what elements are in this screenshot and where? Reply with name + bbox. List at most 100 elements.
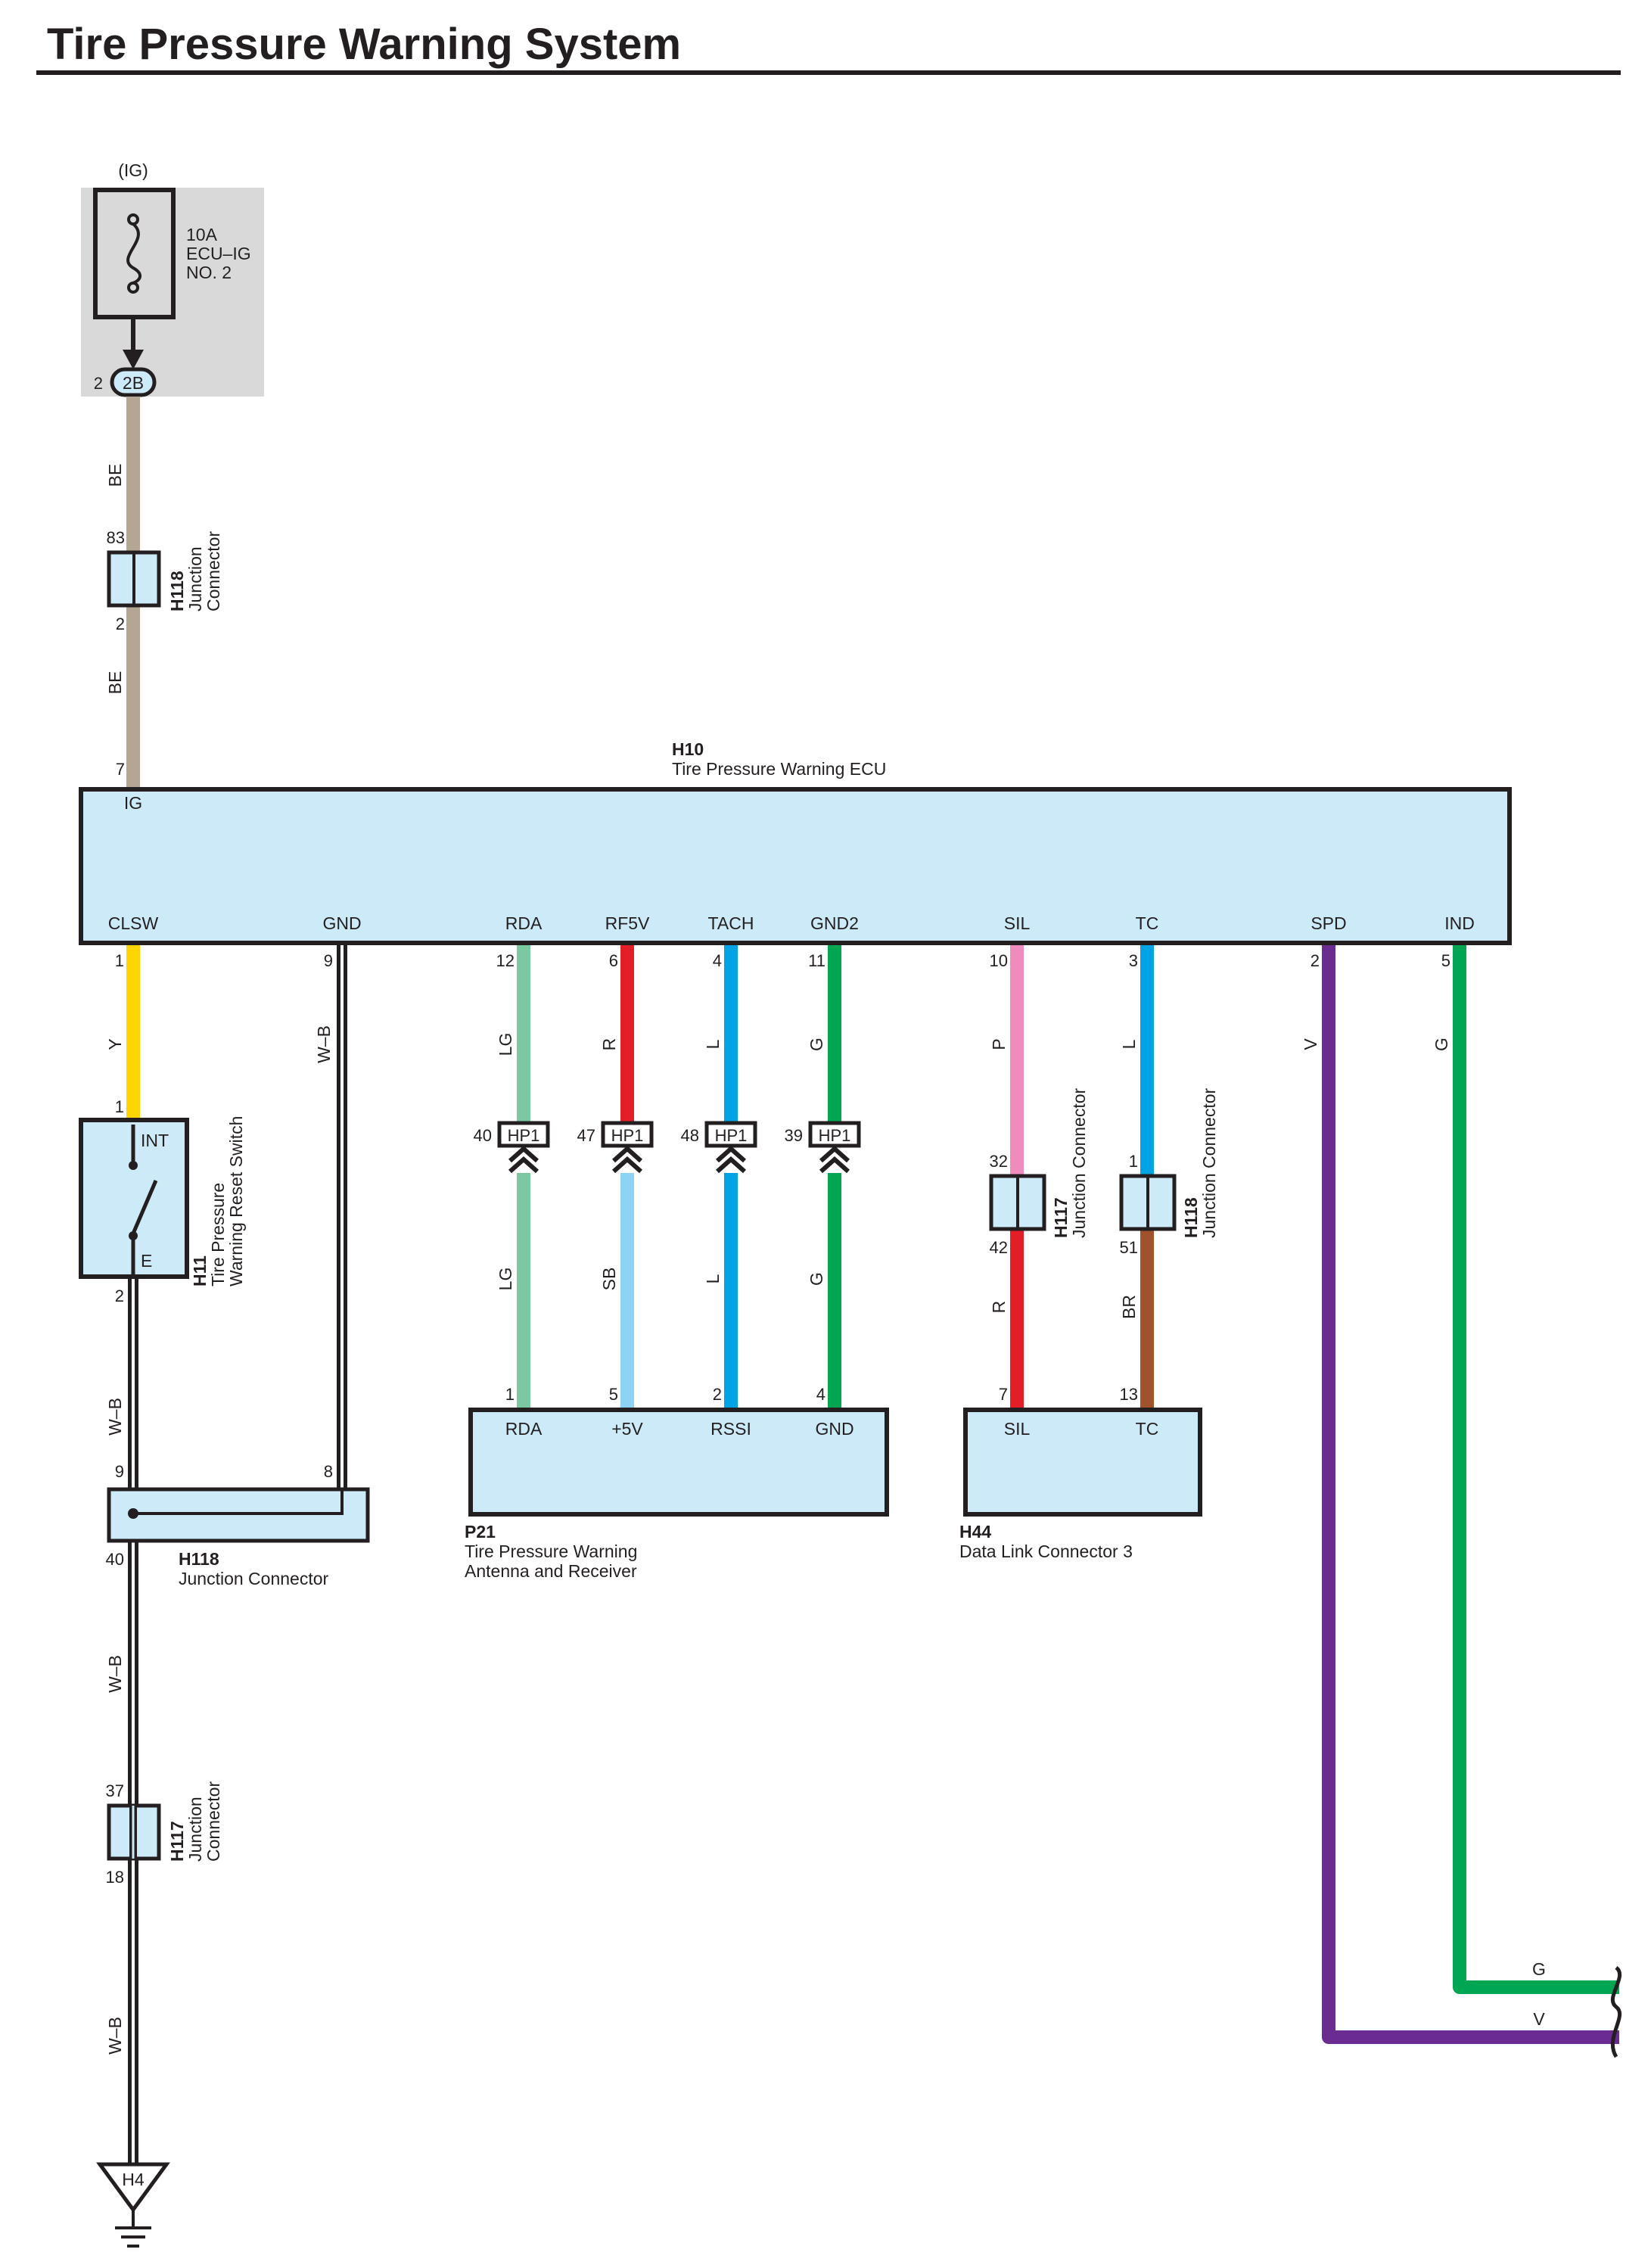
h118-top-name: Junction bbox=[185, 546, 205, 611]
ecu-terminal-tc: TC bbox=[1136, 913, 1159, 933]
h44-box bbox=[963, 1408, 1202, 1517]
hp1-connector-rda: HP1 40 bbox=[474, 1121, 550, 1174]
wire-wb-3-label: W–B bbox=[105, 2017, 125, 2055]
hp1-connector-tach: HP1 48 bbox=[681, 1121, 757, 1174]
h118-tc-code: H118 bbox=[1181, 1197, 1201, 1238]
reset-switch-h11: INT E H11 Tire Pressure Warning Reset Sw… bbox=[79, 1116, 246, 1286]
ecu-pin-spd: 2 bbox=[1311, 951, 1320, 970]
h118-tc-pin-1: 1 bbox=[1129, 1152, 1138, 1171]
hp1-connector-gnd2: HP1 39 bbox=[785, 1121, 861, 1174]
h44-terminal-sil: SIL bbox=[1004, 1419, 1031, 1439]
wire-be-top-label: BE bbox=[105, 464, 125, 487]
h118-top-pin-83: 83 bbox=[107, 528, 125, 547]
wire-tach-bottom-label: L bbox=[703, 1274, 723, 1283]
title-underline bbox=[36, 70, 1621, 75]
wire-rda-bottom-label: LG bbox=[496, 1268, 515, 1291]
p21-box bbox=[468, 1408, 889, 1517]
ecu-terminal-tach: TACH bbox=[708, 913, 754, 933]
p21-name1: Tire Pressure Warning bbox=[465, 1542, 637, 1561]
wire-rf5v-bottom-label: SB bbox=[599, 1268, 619, 1291]
ecu-pin-ind: 5 bbox=[1441, 951, 1450, 970]
h117-sil-pin-42: 42 bbox=[990, 1238, 1008, 1257]
wire-spd-v bbox=[1322, 945, 1619, 2044]
wire-sil-bottom-label: R bbox=[989, 1301, 1009, 1314]
ecu-terminal-clsw: CLSW bbox=[108, 913, 159, 933]
wire-out-v-label: V bbox=[1533, 2009, 1545, 2029]
hp1-label: HP1 bbox=[611, 1126, 644, 1145]
wire-tc-bottom-label: BR bbox=[1119, 1295, 1139, 1319]
fuse-pin: 2 bbox=[94, 374, 103, 393]
ecu-terminal-gnd2: GND2 bbox=[810, 913, 859, 933]
wire-rf5v-top-label: R bbox=[599, 1038, 619, 1051]
p21-terminal-5v: +5V bbox=[611, 1419, 643, 1439]
h118-gnd-name: Junction Connector bbox=[179, 1569, 329, 1588]
switch-pin-2: 2 bbox=[115, 1286, 124, 1305]
ecu-name: Tire Pressure Warning ECU bbox=[672, 759, 886, 779]
p21-terminal-gnd: GND bbox=[815, 1419, 853, 1439]
h117-sil-pin-32: 32 bbox=[990, 1152, 1008, 1171]
h117-gnd-pin-18: 18 bbox=[106, 1868, 124, 1887]
h118-tc-name: Junction Connector bbox=[1199, 1087, 1219, 1238]
h118-gnd-pin-8: 8 bbox=[324, 1462, 333, 1481]
wire-ind-g bbox=[1453, 945, 1619, 1994]
p21-code: P21 bbox=[465, 1522, 496, 1542]
wire-out-g-label: G bbox=[1532, 1959, 1546, 1979]
hp1-label: HP1 bbox=[819, 1126, 851, 1145]
switch-e-label: E bbox=[141, 1251, 152, 1271]
dlc3-h44: SIL TC 7 13 H44 Data Link Connector 3 bbox=[959, 1385, 1202, 1561]
ecu-pin-gnd: 9 bbox=[324, 951, 333, 970]
h118-tc-pin-51: 51 bbox=[1120, 1238, 1138, 1257]
wire-rda-top-label: LG bbox=[496, 1033, 515, 1056]
hp1-connector-rf5v: HP1 47 bbox=[577, 1121, 654, 1174]
p21-pin-1: 1 bbox=[505, 1385, 515, 1404]
fuse-number: NO. 2 bbox=[186, 263, 232, 282]
ecu-pin-rda: 12 bbox=[496, 951, 515, 970]
hp1-pin-47: 47 bbox=[577, 1126, 595, 1145]
connector-arrow-icon bbox=[123, 350, 144, 369]
h118-top-pin-2: 2 bbox=[116, 614, 125, 633]
receiver-p21: RDA +5V RSSI GND 1 5 2 4 P21 Tire Pressu… bbox=[465, 1385, 889, 1581]
wire-wb-1-label: W–B bbox=[105, 1398, 125, 1436]
splice-point-icon bbox=[128, 1508, 138, 1519]
wire-y-label: Y bbox=[105, 1038, 125, 1050]
h117-gnd-name: Junction bbox=[185, 1797, 205, 1862]
ecu-pin-sil: 10 bbox=[990, 951, 1008, 970]
connector-chevron-icon bbox=[612, 1145, 642, 1174]
hp1-pin-40: 40 bbox=[474, 1126, 492, 1145]
page-title: Tire Pressure Warning System bbox=[47, 20, 681, 69]
switch-code: H11 bbox=[190, 1255, 210, 1286]
wire-be-bottom-label: BE bbox=[105, 671, 125, 695]
ecu-pin-gnd2: 11 bbox=[808, 951, 826, 970]
h44-terminal-tc: TC bbox=[1136, 1419, 1159, 1439]
switch-int-label: INT bbox=[141, 1131, 169, 1150]
fuse-ig-label: (IG) bbox=[118, 160, 148, 180]
ecu-terminal-rda: RDA bbox=[505, 913, 543, 933]
switch-pin-1: 1 bbox=[115, 1097, 124, 1116]
wire-wb-gnd-label: W–B bbox=[314, 1025, 334, 1063]
fuse-connector-label: 2B bbox=[123, 373, 144, 393]
h117-gnd-pin-37: 37 bbox=[106, 1781, 124, 1800]
ecu-terminal-sil: SIL bbox=[1004, 913, 1031, 933]
ecu-ig-pin: 7 bbox=[116, 760, 125, 779]
switch-name2: Warning Reset Switch bbox=[226, 1116, 246, 1286]
p21-name2: Antenna and Receiver bbox=[465, 1561, 637, 1581]
wire-wb-2-label: W–B bbox=[105, 1655, 125, 1693]
switch-contact-icon bbox=[131, 1180, 158, 1234]
wire-gnd2-top-label: G bbox=[807, 1038, 826, 1051]
h118-top-code: H118 bbox=[167, 571, 187, 611]
h117-junction-sil: 32 42 H117 Junction Connector bbox=[989, 1087, 1089, 1257]
wire-spd-label: V bbox=[1301, 1038, 1320, 1050]
ground-code: H4 bbox=[122, 2170, 145, 2189]
fuse-name: ECU–IG bbox=[186, 244, 251, 263]
p21-pin-4: 4 bbox=[816, 1385, 826, 1404]
h118-top-name2: Connector bbox=[204, 531, 223, 611]
ecu-terminal-ig: IG bbox=[124, 793, 142, 813]
ecu-box bbox=[79, 787, 1512, 945]
switch-name1: Tire Pressure bbox=[208, 1183, 228, 1286]
h44-code: H44 bbox=[959, 1522, 991, 1542]
h118-gnd-pin-9: 9 bbox=[115, 1462, 124, 1481]
ecu-pin-rf5v: 6 bbox=[609, 951, 618, 970]
wire-gnd2-bottom-label: G bbox=[807, 1272, 826, 1286]
ecu-terminal-gnd: GND bbox=[322, 913, 361, 933]
h44-pin-13: 13 bbox=[1120, 1385, 1138, 1404]
